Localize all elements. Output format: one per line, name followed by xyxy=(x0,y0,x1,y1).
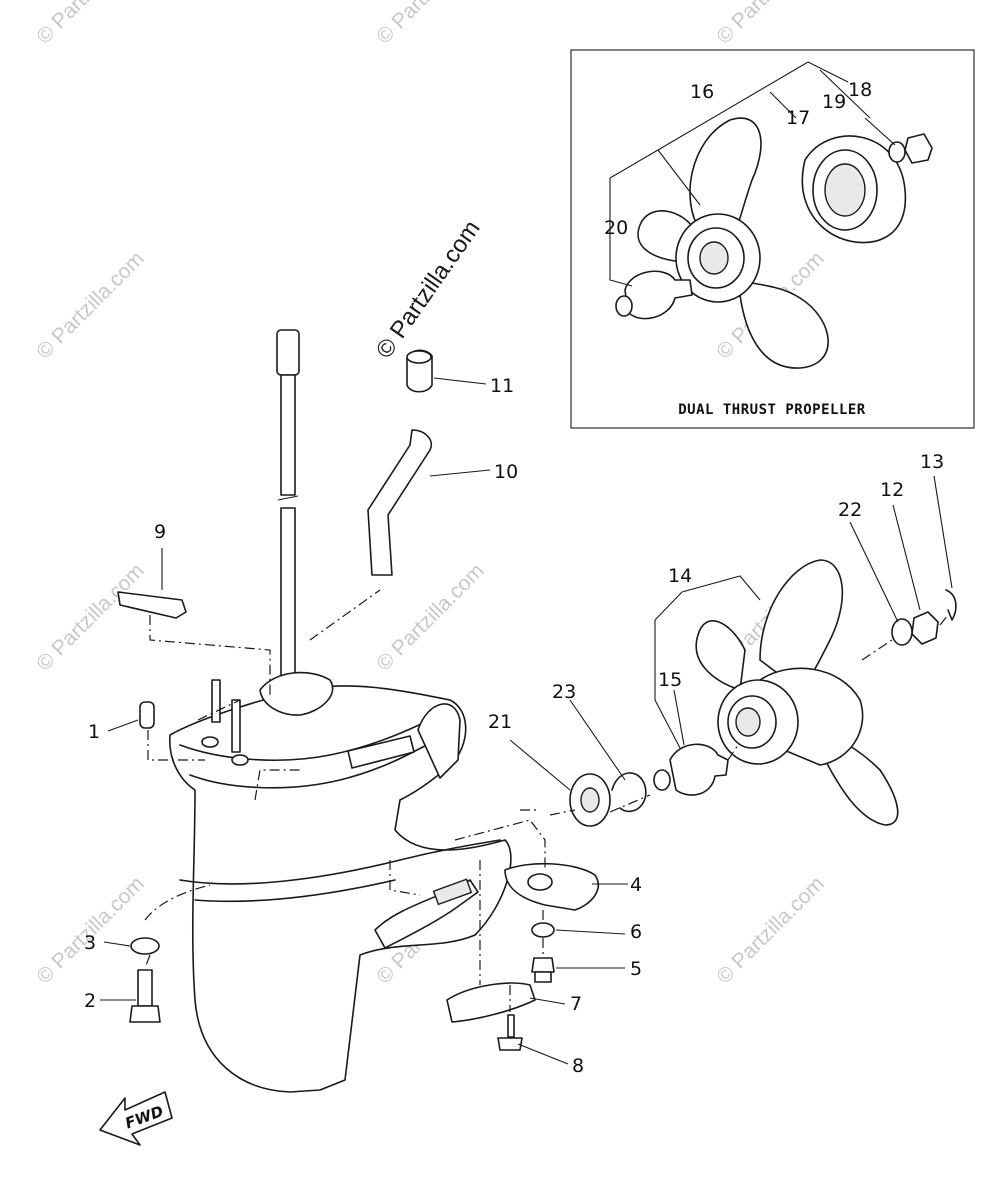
callout-20: 20 xyxy=(604,217,628,239)
callout-2: 2 xyxy=(84,990,96,1012)
cotter-pin xyxy=(945,589,957,621)
screw-8 xyxy=(497,1014,523,1051)
callout-6: 6 xyxy=(630,921,642,943)
center-watermark: © Partzilla.com xyxy=(371,215,486,363)
inset-frame xyxy=(570,49,975,429)
bushing-15 xyxy=(653,743,729,796)
inset-propeller xyxy=(637,117,829,369)
trim-tab-anode xyxy=(504,862,599,911)
shift-rod xyxy=(367,429,432,576)
callout-13: 13 xyxy=(920,451,944,473)
callout-9: 9 xyxy=(154,521,166,543)
dowel-pin xyxy=(139,701,155,729)
watermark: © Partzilla.com xyxy=(372,0,488,49)
propeller xyxy=(695,559,899,826)
drive-shaft xyxy=(276,329,300,679)
bolt-2 xyxy=(129,969,161,1023)
callout-23: 23 xyxy=(552,681,576,703)
cover-plate xyxy=(117,591,187,619)
callout-15: 15 xyxy=(658,669,682,691)
callout-1: 1 xyxy=(88,721,100,743)
watermark: © Partzilla.com xyxy=(32,559,148,675)
callout-14: 14 xyxy=(668,565,692,587)
prop-nut xyxy=(911,611,939,645)
callout-4: 4 xyxy=(630,874,642,896)
callout-18: 18 xyxy=(848,79,872,101)
callout-3: 3 xyxy=(84,932,96,954)
inset-nut xyxy=(904,133,933,164)
washer-6 xyxy=(531,922,555,938)
callout-8: 8 xyxy=(572,1055,584,1077)
circlip xyxy=(611,772,647,813)
callout-16: 16 xyxy=(690,81,714,103)
lower-unit-assembly: FWD xyxy=(99,329,957,1146)
callout-5: 5 xyxy=(630,958,642,980)
thrust-washer xyxy=(569,773,611,827)
callout-19: 19 xyxy=(822,91,846,113)
washer-3 xyxy=(130,937,160,955)
callout-22: 22 xyxy=(838,499,862,521)
fwd-arrow: FWD xyxy=(99,1091,173,1146)
propeller-shaft xyxy=(374,878,479,949)
watermark: © Partzilla.com xyxy=(712,872,828,988)
callout-21: 21 xyxy=(488,711,512,733)
grommet xyxy=(406,349,433,393)
callout-7: 7 xyxy=(570,993,582,1015)
watermark: © Partzilla.com xyxy=(32,247,148,363)
callouts: 1 2 3 4 5 6 7 8 9 10 11 12 13 14 15 16 1… xyxy=(84,79,944,1077)
gear-case xyxy=(169,671,512,1093)
inset-title: DUAL THRUST PROPELLER xyxy=(678,402,866,418)
callout-17: 17 xyxy=(786,107,810,129)
callout-11: 11 xyxy=(490,375,514,397)
callout-10: 10 xyxy=(494,461,518,483)
inset-bushing xyxy=(615,270,693,320)
callout-12: 12 xyxy=(880,479,904,501)
watermark: © Partzilla.com xyxy=(32,872,148,988)
bolt-5 xyxy=(531,957,555,983)
inset-dual-thrust: DUAL THRUST PROPELLER xyxy=(570,49,975,429)
watermark: © Partzilla.com xyxy=(712,0,828,49)
leader-lines xyxy=(100,377,953,1065)
watermark: © Partzilla.com xyxy=(372,559,488,675)
washer-22 xyxy=(891,618,913,646)
watermark: © Partzilla.com xyxy=(32,0,148,49)
anode-plate xyxy=(446,982,536,1023)
inset-washer xyxy=(888,141,906,163)
inset-thrust-hub xyxy=(801,135,907,244)
anode-hole xyxy=(527,873,553,891)
